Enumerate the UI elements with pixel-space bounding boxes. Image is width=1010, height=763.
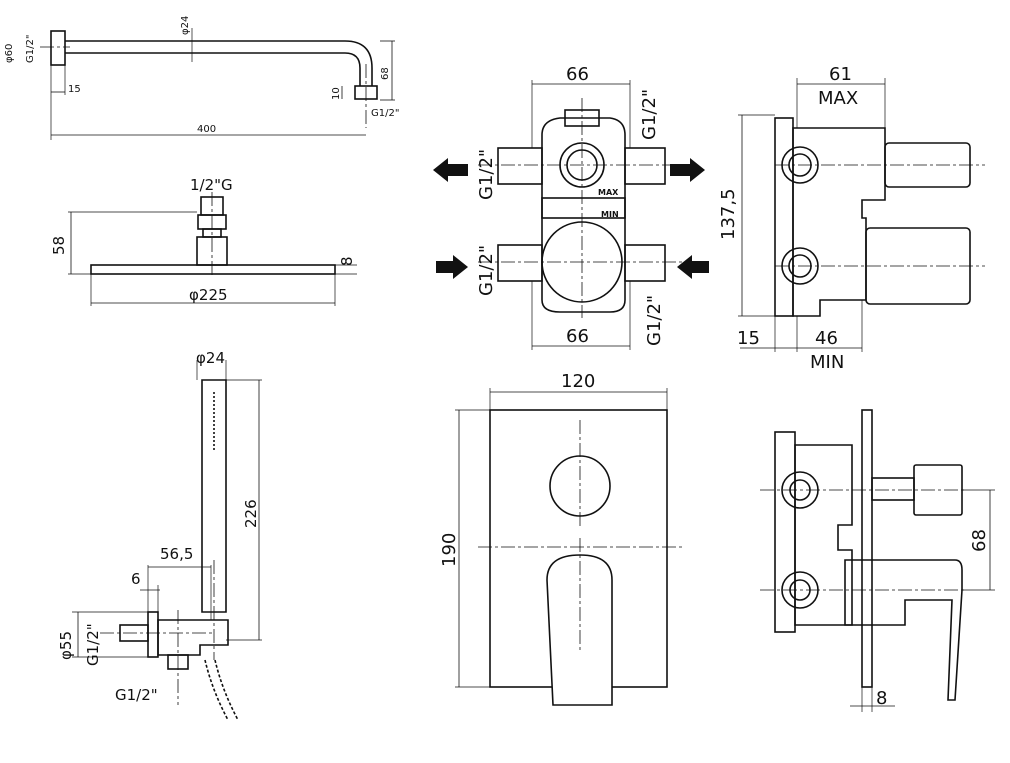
arm-tip-label: 10 xyxy=(331,87,342,100)
cover-plate-front-view: 120 190 xyxy=(439,371,685,706)
arrow-right-out-icon xyxy=(670,158,705,182)
arrow-left-in-icon xyxy=(436,255,468,279)
side-max-label: MAX xyxy=(818,88,858,109)
max-mark: MAX xyxy=(598,188,619,197)
side-depth-label: 61 xyxy=(829,64,852,85)
lower-right-inlet xyxy=(624,244,666,282)
outlet-diameter-label: φ55 xyxy=(57,631,75,660)
hand-shower-body xyxy=(201,379,227,613)
plate-height-label: 190 xyxy=(439,533,460,567)
assembled-knob-stem xyxy=(871,477,915,501)
plate-thickness-label: 8 xyxy=(876,688,887,709)
assembled-cover xyxy=(774,431,796,633)
head-thread-label: 1/2"G xyxy=(190,176,233,194)
body-thread-lower-right-label: G1/2" xyxy=(644,295,665,346)
head-diameter-label: φ225 xyxy=(189,286,228,304)
body-thread-lower-left-label: G1/2" xyxy=(476,245,497,296)
outlet-thread-bottom-label: G1/2" xyxy=(115,686,158,704)
side-min-label: MIN xyxy=(810,352,844,373)
hand-shower-view: φ24 226 56,5 6 φ55 G1/2" G1/2" xyxy=(57,349,262,721)
arrow-right-in-icon xyxy=(677,255,709,279)
arm-drop-label: 68 xyxy=(380,67,391,80)
arm-thread-left-label: G1/2" xyxy=(25,35,36,63)
head-plate xyxy=(90,264,336,275)
side-height-label: 137,5 xyxy=(718,188,739,240)
shower-arm-view: φ60 G1/2" φ24 15 400 68 10 G1/2" xyxy=(4,16,399,140)
body-thread-upper-right-label: G1/2" xyxy=(639,89,660,140)
plate-offset-label: 68 xyxy=(969,529,990,552)
mixer-body-front-view: MAX MIN 66 66 G1/2" G1/2" G1/2" G1/2" xyxy=(433,64,709,350)
arm-length-label: 400 xyxy=(197,124,216,135)
hand-length-label: 226 xyxy=(242,499,260,528)
outlet-flange-depth-label: 6 xyxy=(131,570,141,588)
head-thickness-label: 8 xyxy=(338,256,356,266)
assembled-plate xyxy=(861,409,873,688)
arm-pipe-lower xyxy=(65,52,361,86)
arm-flange-depth-label: 15 xyxy=(68,84,81,95)
lower-left-inlet xyxy=(497,244,543,282)
head-height-label: 58 xyxy=(50,236,68,255)
arrow-left-out-icon xyxy=(433,158,468,182)
plate-width-label: 120 xyxy=(561,371,595,392)
mixer-body-side-view: 61 MAX 137,5 15 46 MIN xyxy=(718,64,985,373)
side-cover-label: 15 xyxy=(737,328,760,349)
hose xyxy=(204,659,229,721)
mixer-body-outline xyxy=(541,117,626,313)
assembled-lever xyxy=(844,559,963,701)
body-top-width-label: 66 xyxy=(566,64,589,85)
arm-pipe-upper xyxy=(65,40,373,86)
outlet-thread-side-label: G1/2" xyxy=(84,623,102,666)
outlet-offset-label: 56,5 xyxy=(160,545,193,563)
min-mark: MIN xyxy=(601,210,619,219)
arm-flange-diameter-label: φ60 xyxy=(4,44,15,63)
side-min-depth-label: 46 xyxy=(815,328,838,349)
upper-right-inlet xyxy=(624,147,666,185)
arm-thread-right-label: G1/2" xyxy=(371,108,399,119)
shower-head-view: 1/2"G 58 8 φ225 xyxy=(50,176,357,306)
body-thread-upper-left-label: G1/2" xyxy=(476,149,497,200)
arm-wall-flange xyxy=(50,30,66,66)
assembled-body xyxy=(794,444,853,626)
hand-diameter-label: φ24 xyxy=(196,349,225,367)
outlet-flange xyxy=(147,611,159,658)
mixer-lever xyxy=(546,554,613,706)
side-cover-plate xyxy=(774,117,794,317)
arm-diameter-label: φ24 xyxy=(180,16,191,35)
outlet-body xyxy=(157,619,229,656)
upper-left-inlet xyxy=(497,147,543,185)
body-bottom-width-label: 66 xyxy=(566,326,589,347)
assembled-side-view: 68 8 xyxy=(760,409,995,712)
